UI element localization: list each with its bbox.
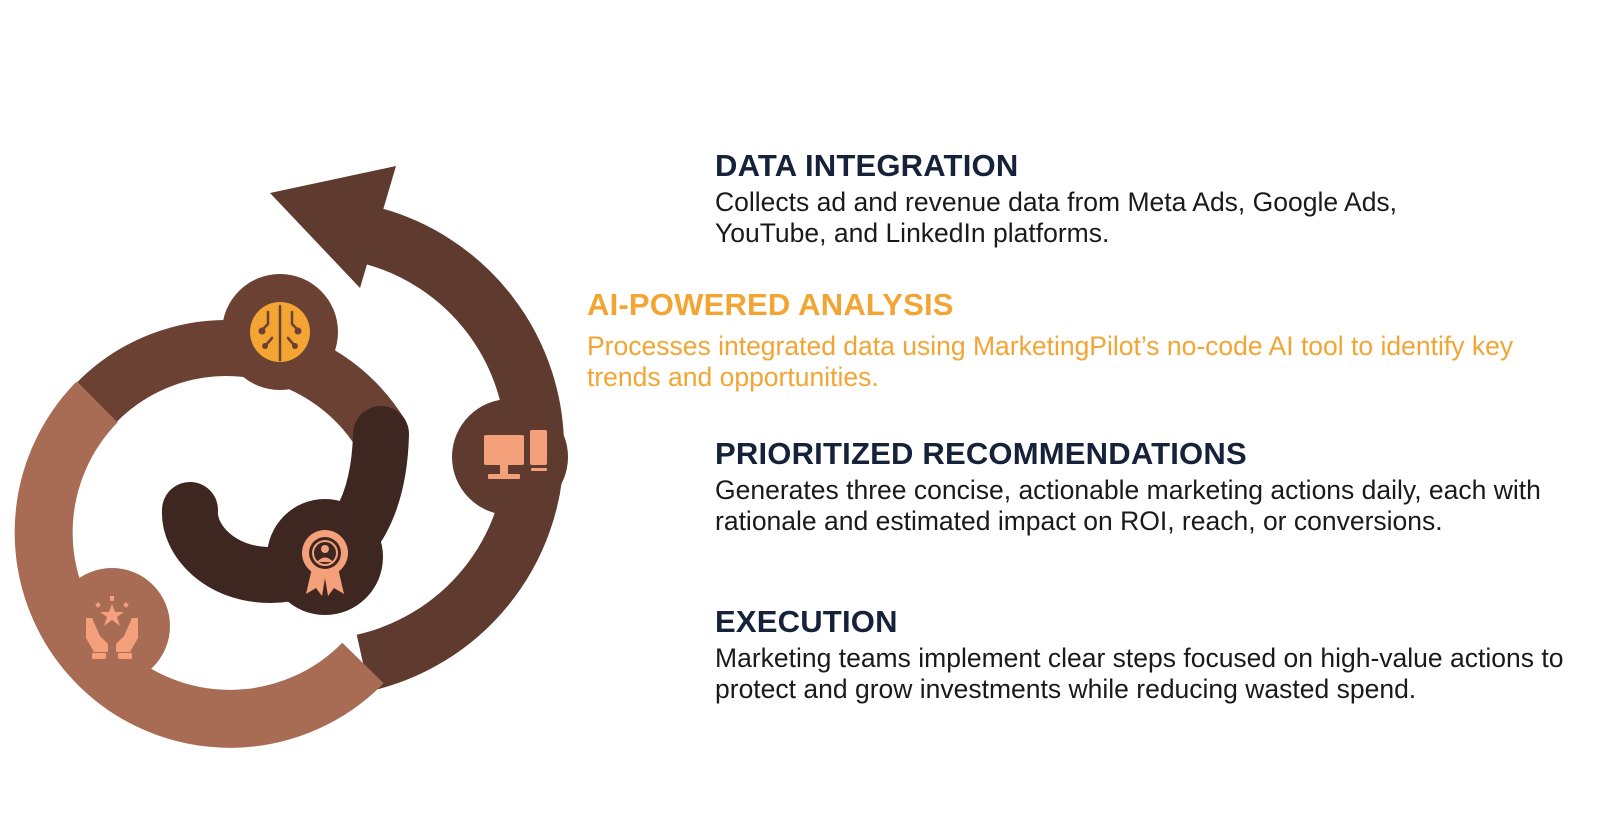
- step-description: Processes integrated data using Marketin…: [587, 331, 1514, 392]
- step-execution: EXECUTION Marketing teams implement clea…: [715, 605, 1565, 705]
- step-data-integration: DATA INTEGRATION Collects ad and revenue…: [715, 149, 1455, 249]
- step-description: Collects ad and revenue data from Meta A…: [715, 187, 1398, 248]
- award-badge-icon: [302, 530, 348, 596]
- step-prioritized-recommendations: PRIORITIZED RECOMMENDATIONS Generates th…: [715, 437, 1545, 537]
- brain-circuit-icon: [250, 302, 310, 362]
- step-title: EXECUTION: [715, 604, 898, 639]
- cycle-arrow-head: [270, 166, 396, 288]
- hands-icon-bubble: [54, 568, 170, 684]
- step-ai-powered-analysis: AI-POWERED ANALYSIS Processes integrated…: [587, 288, 1587, 393]
- step-description: Generates three concise, actionable mark…: [715, 475, 1541, 536]
- step-title: AI-POWERED ANALYSIS: [587, 287, 954, 322]
- step-description: Marketing teams implement clear steps fo…: [715, 643, 1564, 704]
- hands-holding-star-icon: [86, 596, 138, 659]
- cycle-diagram: [14, 166, 568, 748]
- step-title: PRIORITIZED RECOMMENDATIONS: [715, 436, 1247, 471]
- monitor-icon: [484, 430, 547, 479]
- step-title: DATA INTEGRATION: [715, 148, 1019, 183]
